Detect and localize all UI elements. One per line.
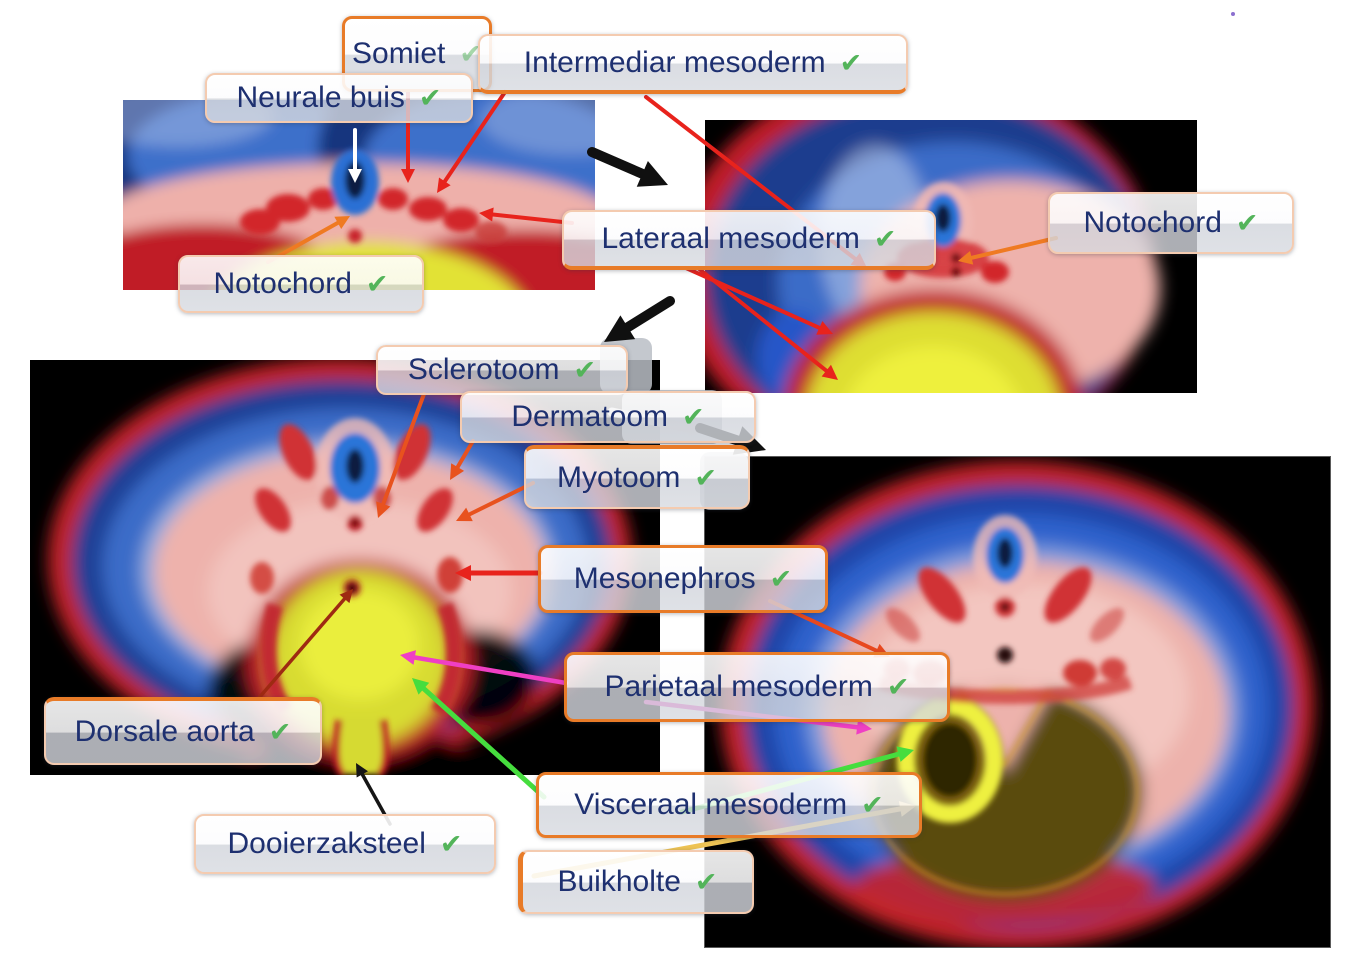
correct-check-icon: ✔ — [861, 789, 884, 820]
arrow-flow-arrow-2 — [604, 296, 675, 342]
label-parietaal-mesoderm[interactable]: Parietaal mesoderm ✔ — [564, 652, 950, 722]
label-dorsale-aorta[interactable]: Dorsale aorta ✔ — [44, 697, 322, 765]
label-text: Parietaal mesoderm — [604, 670, 873, 703]
label-mesonephros[interactable]: Mesonephros ✔ — [538, 545, 828, 613]
label-neurale-buis[interactable]: Neurale buis ✔ — [205, 73, 473, 123]
label-text: Intermediar mesoderm — [523, 46, 826, 79]
label-text: Sclerotoom — [407, 353, 560, 386]
label-notochord-right[interactable]: Notochord ✔ — [1048, 192, 1294, 254]
correct-check-icon: ✔ — [873, 223, 897, 254]
stray-dot — [1231, 12, 1235, 16]
correct-check-icon: ✔ — [682, 401, 705, 432]
label-text: Myotoom — [557, 461, 681, 494]
label-text: Neurale buis — [236, 81, 405, 114]
label-text: Somiet — [352, 37, 446, 70]
correct-check-icon: ✔ — [769, 563, 793, 594]
label-dooierzaksteel[interactable]: Dooierzaksteel ✔ — [194, 814, 496, 874]
label-text: Notochord — [1083, 206, 1222, 239]
label-notochord-top[interactable]: Notochord ✔ — [178, 255, 424, 313]
correct-check-icon: ✔ — [439, 828, 463, 859]
correct-check-icon: ✔ — [418, 82, 442, 113]
label-buikholte[interactable]: Buikholte ✔ — [518, 850, 754, 914]
label-text: Dooierzaksteel — [227, 827, 426, 860]
correct-check-icon: ✔ — [459, 38, 482, 69]
correct-check-icon: ✔ — [573, 354, 597, 385]
label-dermatoom[interactable]: Dermatoom ✔ — [460, 391, 756, 443]
label-text: Buikholte — [557, 865, 681, 898]
label-lateraal-mesoderm[interactable]: Lateraal mesoderm ✔ — [562, 210, 936, 270]
correct-check-icon: ✔ — [694, 866, 718, 897]
label-visceraal-mesoderm[interactable]: Visceraal mesoderm ✔ — [536, 772, 922, 838]
correct-check-icon: ✔ — [886, 671, 910, 702]
arrow-flow-arrow-1 — [587, 147, 668, 187]
label-text: Notochord — [213, 267, 352, 300]
correct-check-icon: ✔ — [365, 268, 389, 299]
label-text: Dermatoom — [511, 400, 669, 433]
correct-check-icon: ✔ — [694, 462, 717, 493]
label-myotoom[interactable]: Myotoom ✔ — [524, 445, 750, 509]
label-text: Mesonephros — [573, 562, 756, 595]
embryo-panel-stage1 — [123, 100, 595, 290]
label-text: Lateraal mesoderm — [601, 222, 860, 255]
correct-check-icon: ✔ — [1235, 207, 1259, 238]
label-text: Dorsale aorta — [74, 715, 255, 748]
label-text: Visceraal mesoderm — [574, 788, 848, 821]
correct-check-icon: ✔ — [268, 716, 292, 747]
correct-check-icon: ✔ — [839, 47, 863, 78]
label-sclerotoom[interactable]: Sclerotoom ✔ — [376, 345, 628, 395]
label-intermediar-mesoderm[interactable]: Intermediar mesoderm ✔ — [478, 34, 908, 94]
